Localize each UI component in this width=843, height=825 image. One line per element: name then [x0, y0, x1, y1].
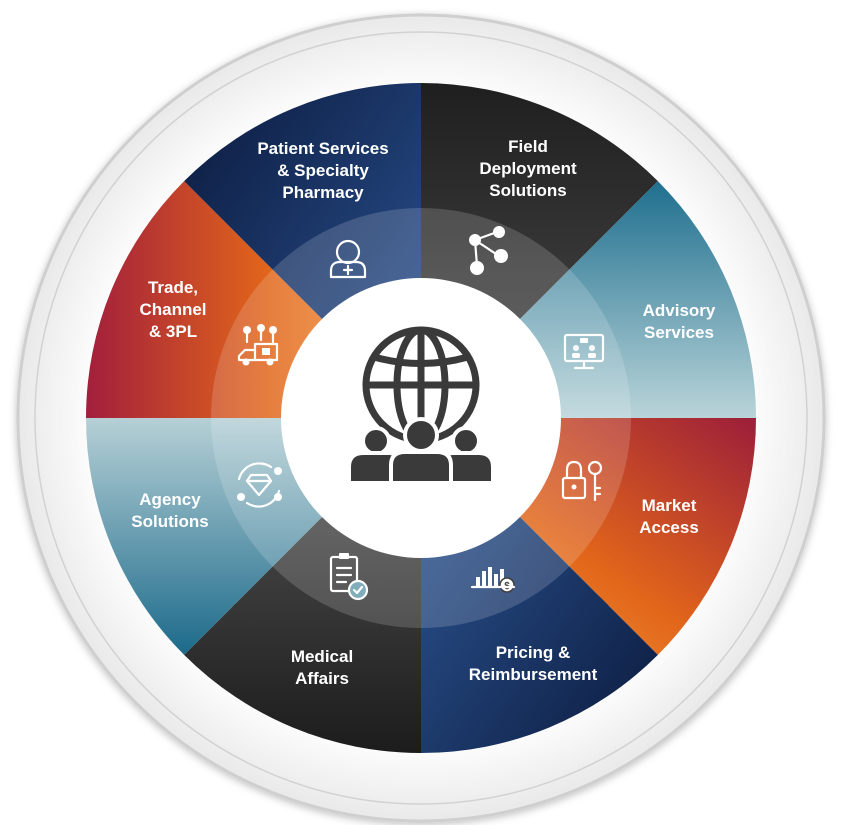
- diamond-cycle-icon: [237, 462, 282, 508]
- segment-label-pricing-reimbursement: Pricing &Reimbursement: [469, 643, 598, 684]
- video-conference-icon: [563, 333, 605, 370]
- network-share-icon: [469, 226, 508, 275]
- segment-label-trade-channel: Trade,Channel& 3PL: [139, 278, 206, 341]
- outer-ring-inner-border: [34, 31, 808, 805]
- delivery-truck-icon: [237, 324, 279, 366]
- global-people-icon: [347, 326, 495, 485]
- lock-key-icon: [561, 460, 603, 502]
- patient-icon: [329, 239, 367, 279]
- clipboard-check-icon: [329, 553, 369, 601]
- bar-chart-dollar-icon: $: [470, 567, 516, 593]
